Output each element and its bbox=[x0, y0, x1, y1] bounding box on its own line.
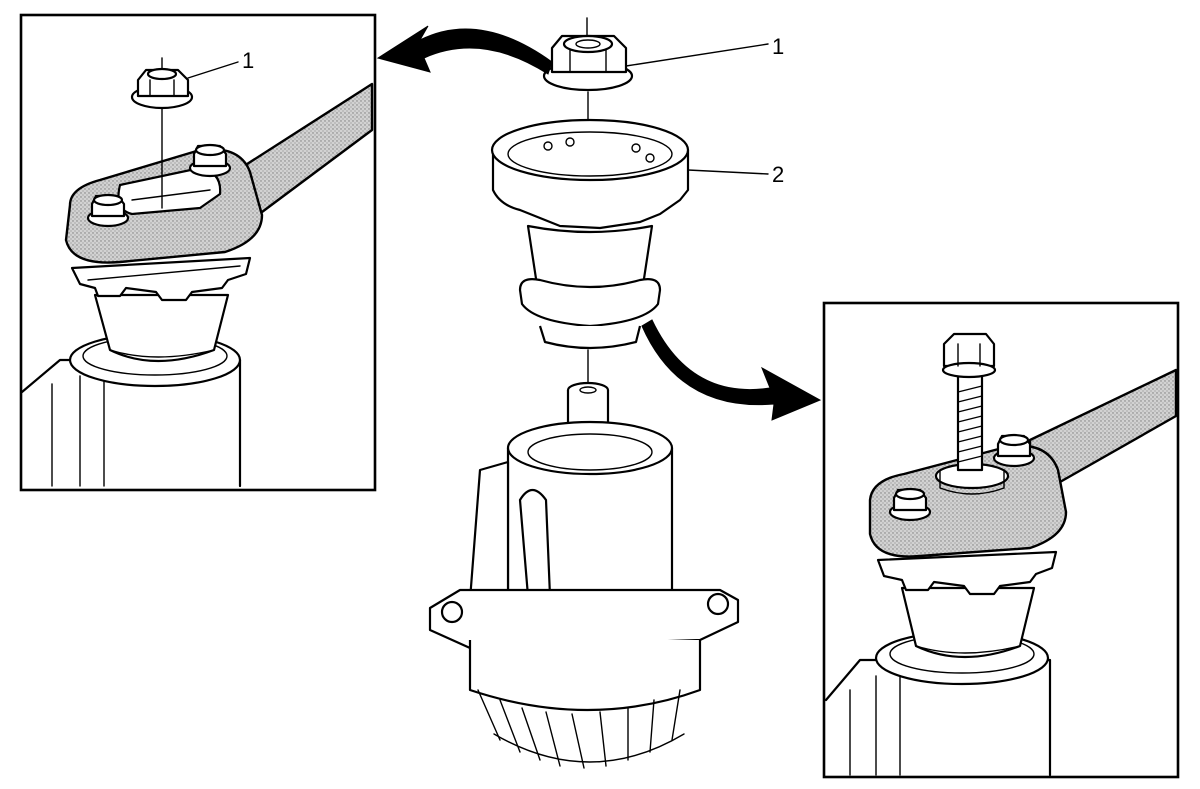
inset-left-nut bbox=[130, 57, 194, 209]
pinion-flange bbox=[490, 118, 690, 350]
callout-inset-nut: 1 bbox=[242, 48, 254, 73]
wrench-head bbox=[868, 444, 1068, 558]
differential-housing bbox=[428, 420, 740, 769]
inset-left: 1 bbox=[19, 13, 377, 492]
inset-left-bolt-1 bbox=[86, 193, 130, 228]
curved-arrow-right-icon bbox=[641, 319, 822, 421]
inset-right-forcing-bolt bbox=[941, 332, 997, 472]
callout-main-nut: 1 bbox=[772, 34, 784, 59]
inset-right-flange bbox=[876, 550, 1058, 659]
curved-arrow-left-icon bbox=[376, 25, 553, 75]
inset-right-bolt-1 bbox=[888, 487, 932, 522]
callout-leader-inset-nut bbox=[187, 61, 239, 79]
inset-right-bolt-2 bbox=[992, 433, 1036, 468]
pinion-nut bbox=[542, 17, 634, 92]
callout-main-flange: 2 bbox=[772, 162, 784, 187]
callout-leader-flange bbox=[687, 169, 769, 175]
inset-right-wrench bbox=[868, 368, 1178, 558]
callout-leader-nut bbox=[625, 43, 769, 67]
inset-right bbox=[822, 301, 1180, 779]
main-exploded-view: 1 2 bbox=[428, 17, 784, 769]
inset-left-bolt-2 bbox=[188, 143, 232, 178]
inset-left-flange bbox=[70, 256, 252, 363]
inset-left-wrench bbox=[64, 82, 374, 264]
